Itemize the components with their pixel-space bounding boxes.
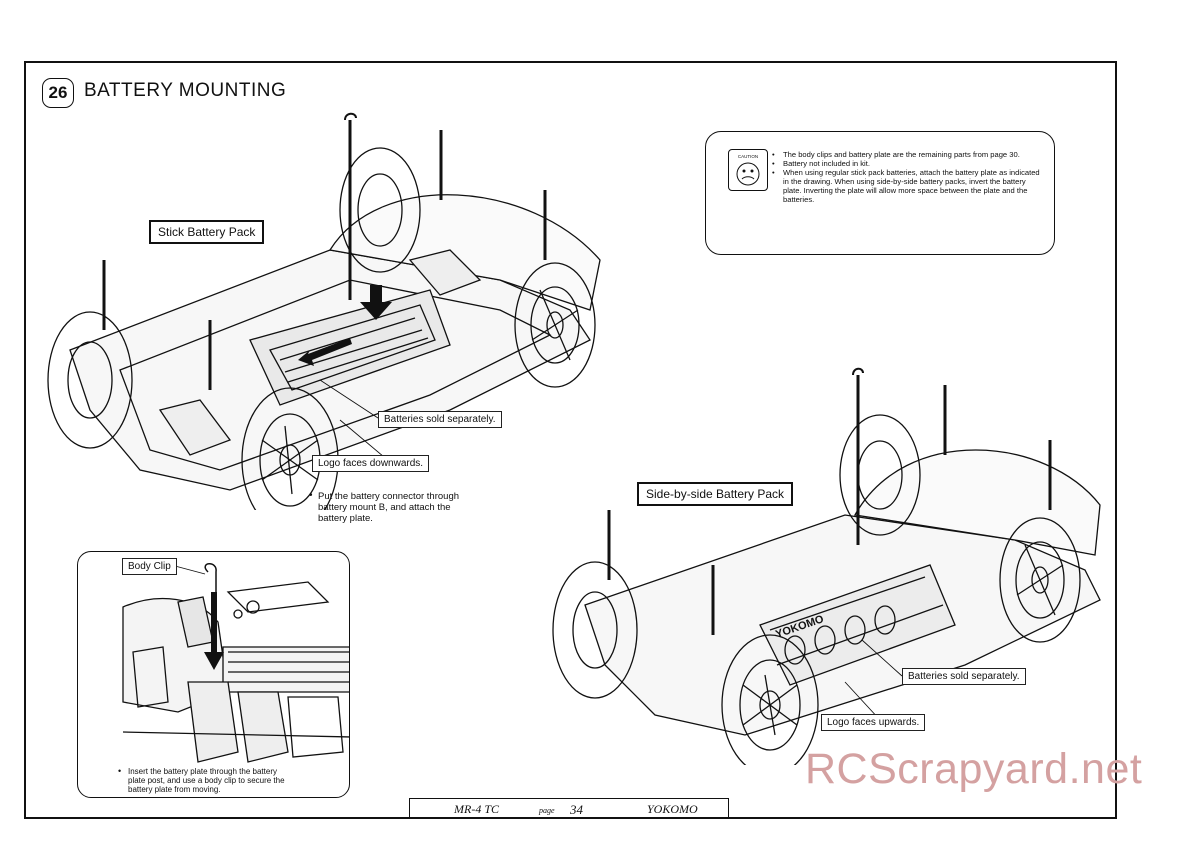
caution-item: When using regular stick pack batteries,…	[772, 168, 1040, 204]
caution-icon-label: CAUTION	[738, 154, 758, 159]
connector-line-1: Put the battery connector through	[318, 491, 460, 502]
label-stick-battery-pack: Stick Battery Pack	[149, 220, 265, 244]
connector-instruction: Put the battery connector through batter…	[318, 491, 493, 524]
caution-icon: CAUTION	[728, 149, 768, 191]
caution-item: Battery not included in kit.	[772, 159, 1040, 168]
plate-line-3: battery plate from moving.	[128, 785, 221, 794]
callout-batteries-sold-separately: Batteries sold separately.	[378, 411, 502, 428]
caution-list: The body clips and battery plate are the…	[772, 150, 1040, 204]
page-footer: MR-4 TC page 34 YOKOMO	[409, 798, 729, 819]
plate-instruction: Insert the battery plate through the bat…	[128, 767, 348, 794]
chassis-drawing-stick-pack	[47, 112, 601, 510]
connector-line-2: battery mount B, and attach the	[318, 502, 451, 513]
chassis-drawing-side-pack: YOKOMO	[552, 367, 1101, 765]
label-side-battery-pack: Side-by-side Battery Pack	[637, 482, 794, 506]
footer-model: MR-4 TC	[454, 802, 499, 816]
callout-batteries-sold-separately-2: Batteries sold separately.	[902, 668, 1026, 685]
plate-line-2: plate post, and use a body clip to secur…	[128, 776, 285, 785]
page-frame	[24, 61, 1117, 819]
step-number: 26	[42, 78, 74, 108]
plate-line-1: Insert the battery plate through the bat…	[128, 767, 277, 776]
label-body-clip: Body Clip	[122, 558, 177, 575]
caution-box: CAUTION The body clips and battery plate…	[705, 131, 1055, 255]
inset-detail-box: Body Clip • Insert the battery plate thr…	[77, 551, 350, 798]
footer-page-number: 34	[570, 802, 583, 817]
callout-logo-faces-up: Logo faces upwards.	[821, 714, 926, 731]
connector-line-3: battery plate.	[318, 513, 373, 524]
inset-drawing	[122, 563, 349, 763]
bullet-icon: •	[118, 766, 122, 776]
step-title: BATTERY MOUNTING	[84, 80, 287, 101]
bullet-icon: •	[309, 490, 313, 501]
footer-brand: YOKOMO	[647, 802, 698, 816]
footer-page-label: page	[539, 806, 555, 815]
callout-logo-faces-down: Logo faces downwards.	[312, 455, 430, 472]
watermark: RCScrapyard.net	[805, 745, 1143, 793]
caution-item: The body clips and battery plate are the…	[772, 150, 1040, 159]
